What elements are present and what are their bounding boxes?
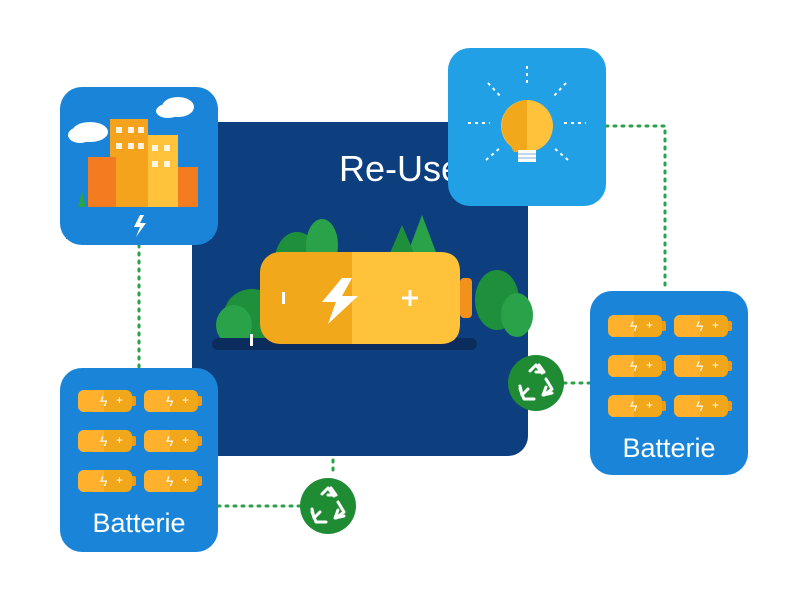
lightning-icon — [322, 278, 358, 324]
battery-icon: ϟ+ — [608, 355, 666, 377]
battery-icon: ϟ+ — [674, 395, 732, 417]
battery-label-left: Batterie — [92, 508, 186, 538]
battery-icon: ϟ+ — [674, 315, 732, 337]
connector-bulb-to-right-battery — [604, 124, 667, 293]
battery-icon: ϟ+ — [144, 470, 202, 492]
battery-icon: ϟ+ — [608, 395, 666, 417]
battery-label-right: Batterie — [622, 433, 716, 463]
battery-pack-left: ϟ+ ϟ+ ϟ+ ϟ+ ϟ+ ϟ+ Batterie — [60, 368, 218, 552]
lightbulb-tile — [448, 48, 606, 206]
battery-icon: ϟ+ — [78, 430, 136, 452]
battery-icon: ϟ+ — [144, 390, 202, 412]
recycle-icon — [300, 478, 356, 534]
city-tile — [60, 87, 218, 245]
battery-icon: ϟ+ — [144, 430, 202, 452]
city-icon — [66, 97, 212, 239]
battery-icon: ϟ+ — [78, 470, 136, 492]
battery-illustration — [212, 215, 533, 350]
battery-icon: ϟ+ — [608, 315, 666, 337]
battery-icon: ϟ+ — [674, 355, 732, 377]
battery-pack-right: ϟ+ ϟ+ ϟ+ ϟ+ ϟ+ ϟ+ Batterie — [590, 291, 748, 475]
battery-icon: ϟ+ — [78, 390, 136, 412]
lightbulb-icon — [468, 66, 586, 162]
panel-title: Re-Use — [338, 148, 462, 189]
recycle-icon — [508, 355, 564, 411]
